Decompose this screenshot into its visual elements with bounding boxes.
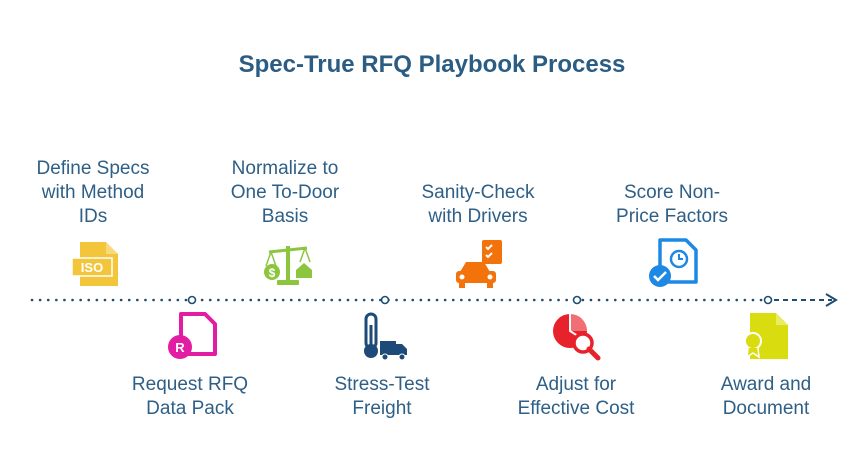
step-label-sanity-check: Sanity-Check with Drivers (421, 182, 535, 227)
svg-text:R: R (175, 340, 185, 355)
timeline-arrow-icon (825, 293, 838, 307)
registered-document-icon: R (168, 312, 217, 359)
balance-scale-icon: $ (264, 246, 312, 285)
step-label-score-non-price: Score Non- Price Factors (616, 182, 728, 227)
page-title: Spec-True RFQ Playbook Process (238, 51, 626, 78)
timeline-node (763, 295, 773, 305)
step-label-normalize: Normalize to One To-Door Basis (230, 158, 340, 227)
step-label-define-specs: Define Specs with Method IDs (36, 158, 150, 227)
pie-chart-magnifier-icon (553, 314, 601, 361)
step-label-award: Award and Document (720, 374, 812, 419)
step-label-stress-test: Stress-Test Freight (334, 374, 430, 419)
step-label-request-rfq: Request RFQ Data Pack (131, 374, 249, 419)
step-label-adjust-cost: Adjust for Effective Cost (517, 374, 635, 419)
iso-document-icon: ISO (71, 242, 118, 286)
timeline-node (572, 295, 582, 305)
svg-text:$: $ (269, 266, 276, 280)
certificate-document-icon (744, 313, 788, 359)
thermometer-truck-icon (364, 312, 407, 361)
timeline-node (380, 295, 390, 305)
svg-text:ISO: ISO (81, 260, 103, 275)
car-checklist-icon (456, 240, 502, 288)
timeline (30, 293, 838, 307)
timeline-node (187, 295, 197, 305)
clock-document-check-icon (649, 238, 698, 287)
